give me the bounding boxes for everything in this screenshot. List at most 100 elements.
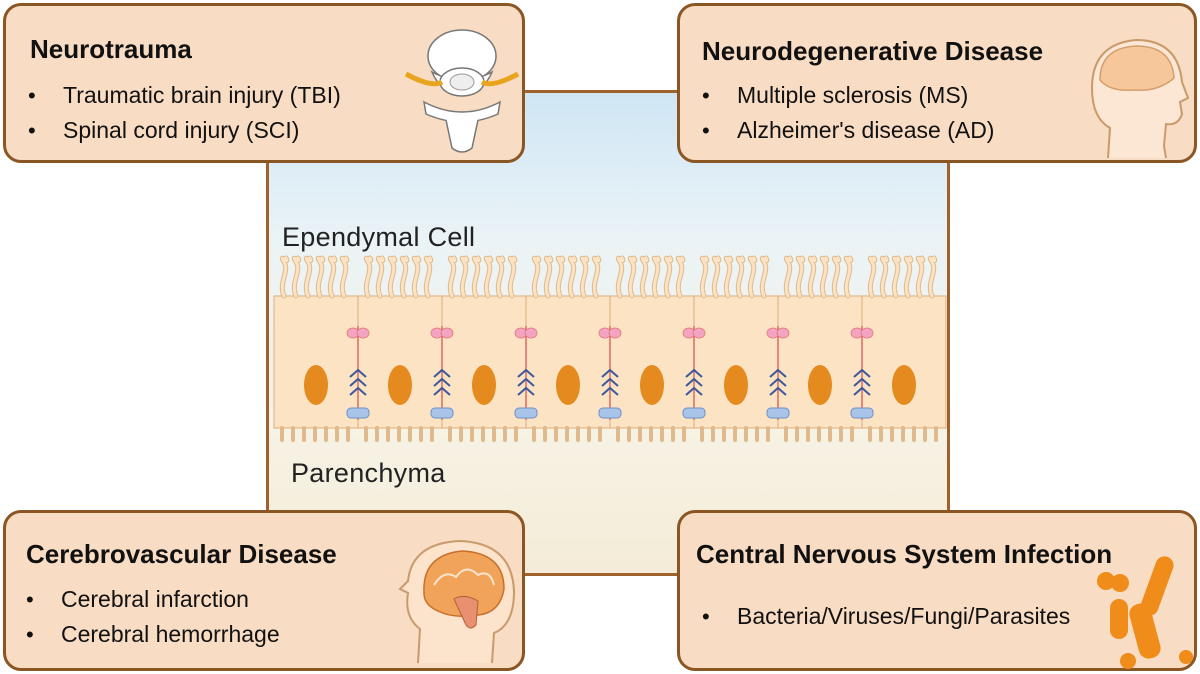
gap-junction (766, 407, 790, 419)
cilium-fill (796, 256, 805, 298)
adherens-junction (517, 377, 535, 387)
head-brain-icon (1090, 38, 1190, 159)
parenchyma-label: Parenchyma (291, 458, 446, 488)
ependymal-cell (693, 295, 779, 429)
gap-junction (346, 407, 370, 419)
cilium-fill (556, 256, 565, 298)
cilium-fill (628, 256, 637, 298)
cilium-fill (364, 256, 373, 298)
tight-junction (692, 327, 706, 339)
adherens-junction (433, 386, 451, 396)
list-item: Multiple sclerosis (MS) (702, 78, 994, 113)
cilium-fill (760, 256, 769, 298)
ependymal-cell (357, 295, 443, 429)
adherens-junction (349, 368, 367, 378)
cilium-fill (316, 256, 325, 298)
adherens-junction (853, 368, 871, 378)
adherens-junction (769, 377, 787, 387)
nucleus (304, 365, 328, 405)
cilium-fill (700, 256, 709, 298)
tight-junction (440, 327, 454, 339)
adherens-junction (433, 377, 451, 387)
gap-junction (430, 407, 454, 419)
bacteria-icon (1097, 556, 1193, 669)
cerebrovascular-title: Cerebrovascular Disease (26, 539, 337, 569)
cilium-fill (568, 256, 577, 298)
cerebrovascular-card: Cerebrovascular Disease Cerebral infarct… (3, 510, 525, 671)
cilium-fill (460, 256, 469, 298)
adherens-junction (769, 368, 787, 378)
nucleus (892, 365, 916, 405)
list-item: Spinal cord injury (SCI) (28, 113, 341, 148)
adherens-junction (517, 368, 535, 378)
neurodegenerative-card: Neurodegenerative Disease Multiple scler… (677, 3, 1197, 163)
cilium-fill (664, 256, 673, 298)
neurotrauma-list: Traumatic brain injury (TBI) Spinal cord… (28, 78, 341, 148)
cilium-fill (748, 256, 757, 298)
cilium-fill (676, 256, 685, 298)
cilium-fill (640, 256, 649, 298)
cilium-fill (832, 256, 841, 298)
nucleus (556, 365, 580, 405)
cilium-fill (868, 256, 877, 298)
ependymal-cell (777, 295, 863, 429)
cilium-fill (784, 256, 793, 298)
neurotrauma-title: Neurotrauma (30, 34, 192, 64)
cilium-fill (724, 256, 733, 298)
nucleus (388, 365, 412, 405)
adherens-junction (349, 386, 367, 396)
cilium-fill (880, 256, 889, 298)
cilium-fill (820, 256, 829, 298)
cilium-fill (580, 256, 589, 298)
gap-junction (850, 407, 874, 419)
tight-junction (860, 327, 874, 339)
ependymal-cell (273, 295, 359, 429)
cilium-fill (652, 256, 661, 298)
cilium-fill (904, 256, 913, 298)
cilium-fill (544, 256, 553, 298)
cilium-fill (424, 256, 433, 298)
adherens-junction (853, 377, 871, 387)
cerebrovascular-list: Cerebral infarction Cerebral hemorrhage (26, 582, 280, 652)
cilium-fill (400, 256, 409, 298)
cilium-fill (484, 256, 493, 298)
cilium-fill (304, 256, 313, 298)
cilium-fill (292, 256, 301, 298)
cilium-fill (844, 256, 853, 298)
nucleus (472, 365, 496, 405)
adherens-junction (517, 386, 535, 396)
ependymal-cell (441, 295, 527, 429)
neurodegenerative-list: Multiple sclerosis (MS) Alzheimer's dise… (702, 78, 994, 148)
adherens-junction (601, 368, 619, 378)
nucleus (724, 365, 748, 405)
cilium-fill (592, 256, 601, 298)
cilium-fill (508, 256, 517, 298)
nucleus (808, 365, 832, 405)
cilium-fill (376, 256, 385, 298)
cilium-fill (892, 256, 901, 298)
gap-junction (682, 407, 706, 419)
cilium-fill (808, 256, 817, 298)
neurotrauma-card: Neurotrauma Traumatic brain injury (TBI)… (3, 3, 525, 163)
cilium-fill (472, 256, 481, 298)
cilium-fill (328, 256, 337, 298)
brain-sagittal-icon (398, 539, 516, 664)
list-item: Cerebral hemorrhage (26, 617, 280, 652)
adherens-junction (853, 386, 871, 396)
ependymal-cell (861, 295, 947, 429)
list-item: Cerebral infarction (26, 582, 280, 617)
adherens-junction (685, 377, 703, 387)
cilium-fill (412, 256, 421, 298)
tight-junction (524, 327, 538, 339)
gap-junction (514, 407, 538, 419)
nucleus (640, 365, 664, 405)
adherens-junction (601, 386, 619, 396)
ependymal-cell (609, 295, 695, 429)
cilium-fill (928, 256, 937, 298)
adherens-junction (685, 386, 703, 396)
ependymal-cell (525, 295, 611, 429)
adherens-junction (769, 386, 787, 396)
list-item: Bacteria/Viruses/Fungi/Parasites (702, 599, 1070, 634)
cilium-fill (388, 256, 397, 298)
